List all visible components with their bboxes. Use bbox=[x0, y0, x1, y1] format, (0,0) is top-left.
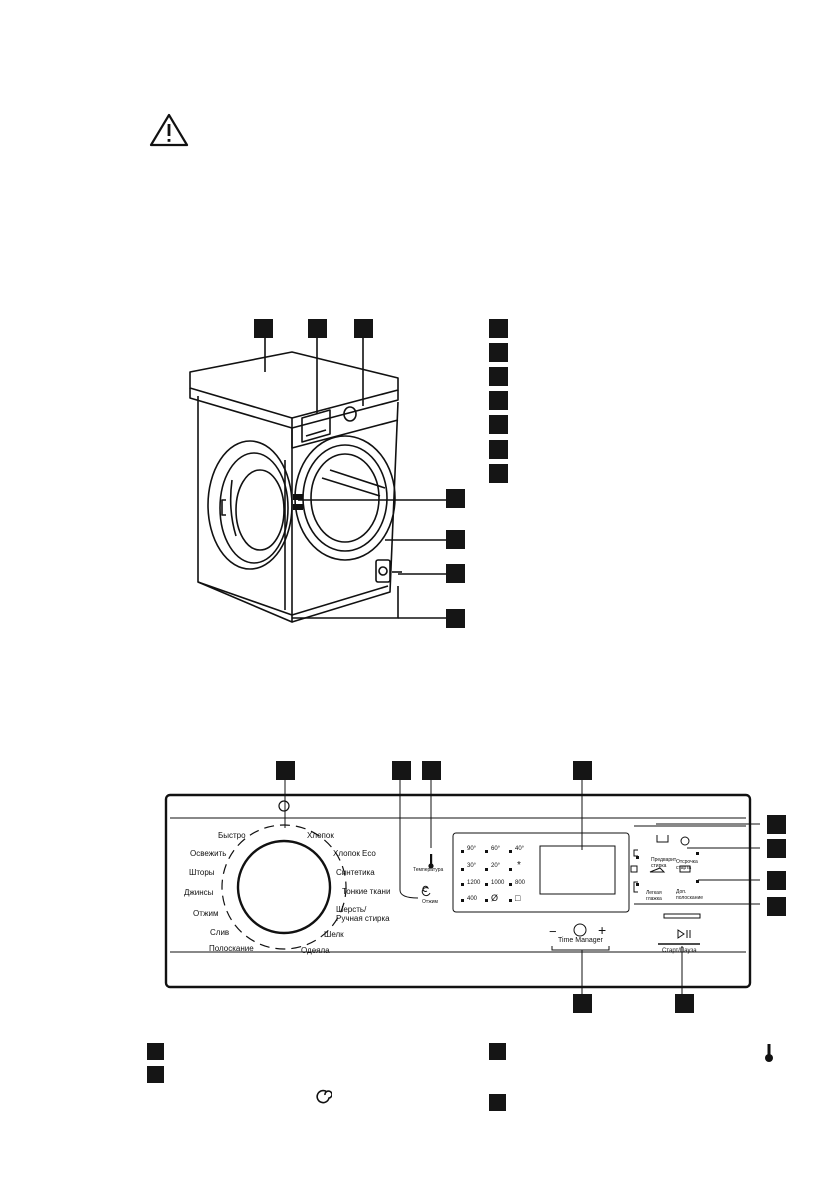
callout-marker bbox=[767, 871, 786, 890]
legend-marker bbox=[489, 440, 508, 459]
legend-marker bbox=[489, 343, 508, 362]
program-label: Отжим bbox=[193, 909, 219, 918]
program-label: Джинсы bbox=[184, 888, 214, 897]
callout-marker bbox=[573, 994, 592, 1013]
program-label: Шерсть/ bbox=[336, 905, 367, 914]
callout-marker bbox=[422, 761, 441, 780]
legend-marker bbox=[489, 1043, 506, 1060]
callout-marker bbox=[573, 761, 592, 780]
legend-marker bbox=[489, 391, 508, 410]
spin-value: □ bbox=[515, 893, 521, 903]
spin-value: Ø bbox=[491, 893, 499, 903]
temp-value: 30° bbox=[467, 863, 477, 869]
callout-marker bbox=[767, 897, 786, 916]
washing-machine-illustration bbox=[189, 334, 446, 623]
spin-value: 800 bbox=[515, 880, 526, 886]
program-label: Освежить bbox=[190, 849, 227, 858]
delay-start-label: Отсрочка старта bbox=[676, 859, 698, 871]
legend-marker bbox=[489, 1094, 506, 1111]
spin-label: Отжим bbox=[422, 899, 438, 905]
callout-marker bbox=[446, 530, 465, 549]
thermometer-icon bbox=[765, 1044, 773, 1062]
program-label: Хлопок bbox=[307, 831, 334, 840]
program-label: Одеяла bbox=[301, 946, 330, 955]
start-pause-label: Старт/Пауза bbox=[662, 948, 697, 954]
spin-value: 400 bbox=[467, 896, 478, 902]
callout-marker bbox=[392, 761, 411, 780]
callout-marker bbox=[675, 994, 694, 1013]
legend-marker bbox=[489, 319, 508, 338]
temp-value: 90° bbox=[467, 846, 477, 852]
temp-value: 60° bbox=[491, 846, 501, 852]
callout-marker bbox=[767, 815, 786, 834]
control-panel bbox=[164, 780, 760, 994]
temp-value: * bbox=[517, 860, 521, 871]
callout-marker bbox=[446, 609, 465, 628]
program-label: Синтетика bbox=[336, 868, 375, 877]
callout-marker bbox=[767, 839, 786, 858]
callout-marker bbox=[276, 761, 295, 780]
legend-marker bbox=[147, 1066, 164, 1083]
temp-value: 40° bbox=[515, 846, 525, 852]
spin-icon bbox=[316, 1089, 332, 1104]
temperature-label: Температура bbox=[413, 867, 444, 873]
temp-value: 20° bbox=[491, 863, 501, 869]
warning-icon bbox=[149, 113, 189, 147]
program-label: Шторы bbox=[189, 868, 215, 877]
easy-iron-label: Легкая глажка bbox=[646, 890, 662, 902]
callout-marker bbox=[446, 564, 465, 583]
program-label: Полоскание bbox=[209, 944, 254, 953]
time-manager-plus-button[interactable]: + bbox=[598, 922, 607, 938]
program-label: Хлопок Eco bbox=[333, 849, 376, 858]
spin-value: 1000 bbox=[491, 880, 505, 886]
legend-marker bbox=[489, 367, 508, 386]
program-label: Ручная стирка bbox=[336, 914, 390, 923]
spin-value: 1200 bbox=[467, 880, 481, 886]
callout-marker bbox=[308, 319, 327, 338]
program-label: Слив bbox=[210, 928, 230, 937]
legend-marker bbox=[147, 1043, 164, 1060]
time-manager-minus-button[interactable]: − bbox=[549, 924, 557, 939]
time-manager-label: Time Manager bbox=[558, 937, 603, 944]
legend-marker bbox=[489, 464, 508, 483]
callout-marker bbox=[254, 319, 273, 338]
legend-marker bbox=[489, 415, 508, 434]
program-label: Быстро bbox=[218, 831, 246, 840]
program-label: Шелк bbox=[324, 930, 344, 939]
callout-marker bbox=[354, 319, 373, 338]
program-label: Тонкие ткани bbox=[342, 887, 391, 896]
callout-marker bbox=[446, 489, 465, 508]
prewash-label: Предварит. стирка bbox=[651, 857, 678, 869]
extra-rinse-label: Доп. полоскание bbox=[676, 889, 704, 901]
